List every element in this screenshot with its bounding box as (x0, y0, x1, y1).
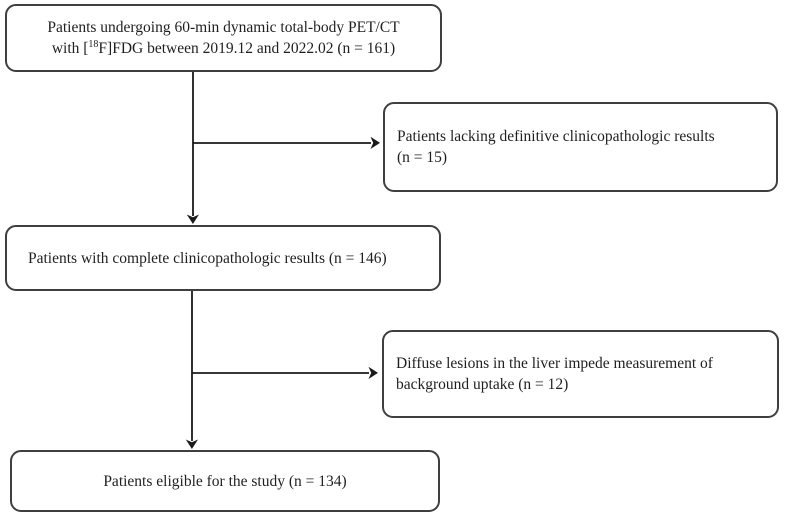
eligible-text: Patients eligible for the study (n = 134… (103, 472, 347, 490)
enrolled-line1: Patients undergoing 60-min dynamic total… (47, 19, 400, 36)
arrowhead-down-icon (186, 214, 199, 224)
excluded1-line2: (n = 15) (397, 149, 448, 166)
complete-text: Patients with complete clinicopathologic… (28, 249, 387, 267)
enrolled-line2-post: F]FDG between 2019.12 and 2022.02 (n = 1… (98, 40, 396, 57)
flow-box-complete-results: Patients with complete clinicopathologic… (5, 225, 441, 291)
flow-box-excluded-diffuse-lesions: Diffuse lesions in the liver impede meas… (382, 330, 779, 418)
flow-box-eligible: Patients eligible for the study (n = 134… (10, 450, 440, 512)
enrolled-line2-pre: with [ (51, 40, 89, 57)
enrolled-line2: with [18F]FDG between 2019.12 and 2022.0… (21, 38, 426, 59)
excluded2-line1: Diffuse lesions in the liver impede meas… (396, 355, 713, 372)
flow-box-enrolled: Patients undergoing 60-min dynamic total… (5, 4, 442, 72)
superscript-18: 18 (88, 38, 99, 50)
flow-box-excluded-no-results: Patients lacking definitive clinicopatho… (383, 102, 778, 192)
excluded2-line2: background uptake (n = 12) (396, 376, 569, 393)
arrowhead-right-icon (370, 136, 380, 149)
excluded1-line1: Patients lacking definitive clinicopatho… (397, 128, 715, 145)
arrowhead-right-icon (368, 366, 378, 379)
arrowhead-down-icon (185, 439, 198, 449)
